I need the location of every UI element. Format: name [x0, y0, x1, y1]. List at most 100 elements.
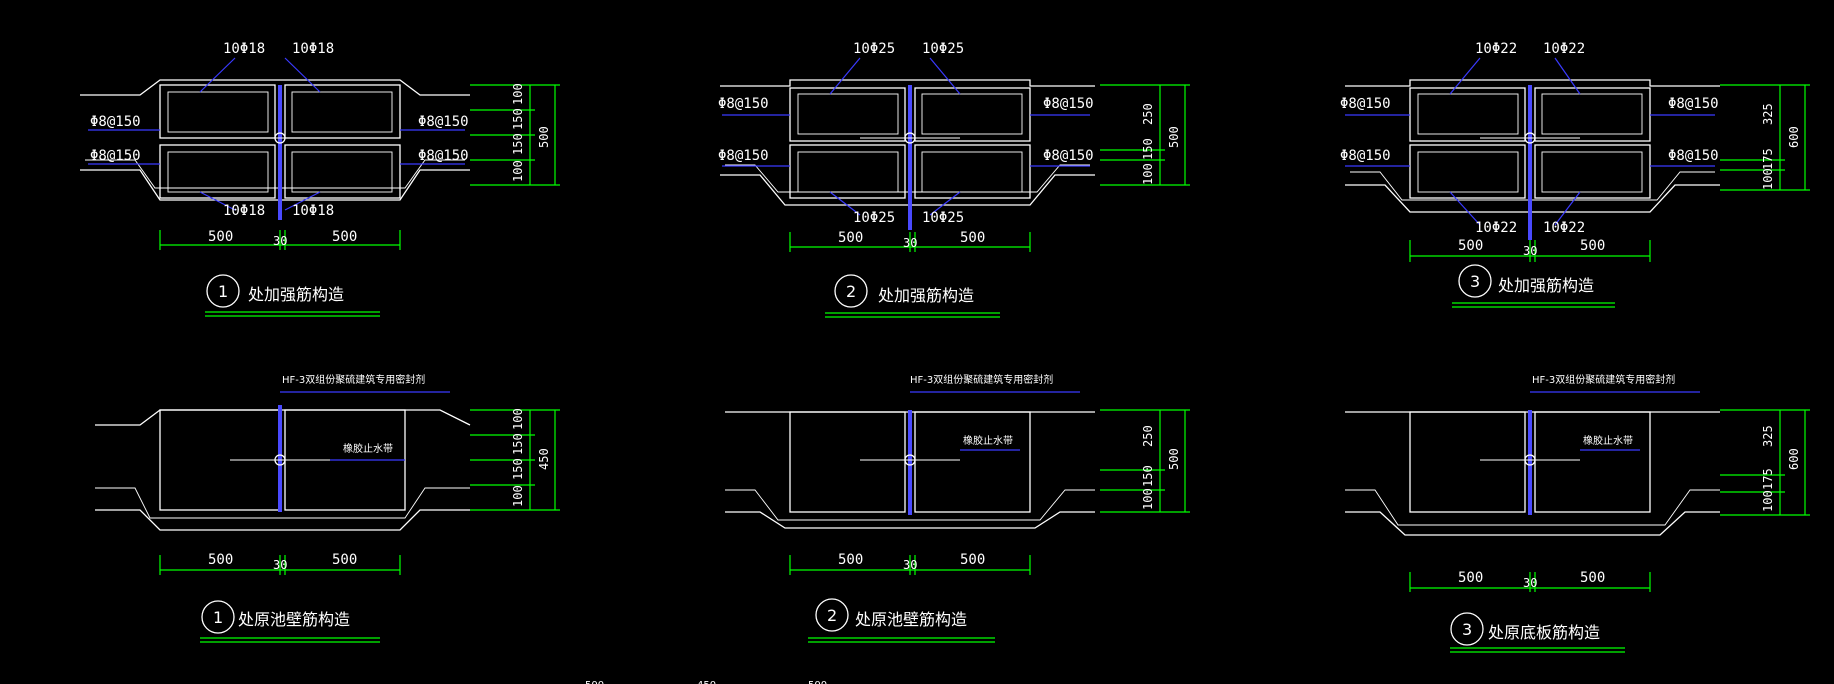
dim-h-right: 500 [960, 552, 985, 568]
detail-title: 处原底板筋构造 [1488, 623, 1600, 642]
dim-h-gap: 30 [903, 558, 917, 572]
stirrup-label-right-upper: Φ8@150 [1668, 96, 1719, 112]
detail-3-labels: 10Φ22 10Φ22 10Φ22 10Φ22 Φ8@150 Φ8@150 Φ8… [1340, 41, 1801, 298]
dim-v-2: 150 [1141, 138, 1155, 160]
detail-title: 处原池壁筋构造 [855, 610, 967, 629]
dim-v-3: 100 [1761, 490, 1775, 512]
bar-label-top-left: 10Φ18 [223, 41, 265, 57]
stirrup-label-right-lower: Φ8@150 [418, 148, 469, 164]
detail-title: 处加强筋构造 [248, 285, 344, 304]
detail-number: 3 [1462, 620, 1472, 639]
detail-3-floor [1345, 391, 1720, 536]
dim-v-1: 325 [1761, 103, 1775, 125]
waterstop-label: 橡胶止水带 [963, 434, 1013, 447]
stirrup-label-left-lower: Φ8@150 [1340, 148, 1391, 164]
stirrup-label-right-lower: Φ8@150 [1043, 148, 1094, 164]
dim-v-total: 500 [1167, 126, 1181, 148]
detail-1-reinforcement [80, 57, 470, 220]
dim-v-2: 150 [511, 433, 525, 455]
dim-v-total: 600 [1787, 126, 1801, 148]
detail-3-reinforcement [1345, 57, 1720, 240]
dim-v-2: 150 [511, 108, 525, 130]
dim-h-left: 500 [208, 229, 233, 245]
detail-number-circle [1450, 612, 1484, 646]
dim-h-right: 500 [1580, 570, 1605, 586]
bar-label-bottom-left: 10Φ25 [853, 210, 895, 226]
footer-fragment-1: 500 [585, 680, 604, 684]
detail-2-labels: 10Φ25 10Φ25 10Φ25 10Φ25 Φ8@150 Φ8@150 Φ8… [718, 41, 1181, 308]
bar-label-bottom-right: 10Φ18 [292, 203, 334, 219]
footer-fragment-3: 500 [808, 680, 827, 684]
dim-h-right: 500 [332, 229, 357, 245]
detail-number-circle [201, 600, 235, 634]
dim-v-3: 100 [1141, 488, 1155, 510]
stirrup-label-left-lower: Φ8@150 [718, 148, 769, 164]
dim-h-gap: 30 [903, 236, 917, 250]
dim-v-1: 250 [1141, 103, 1155, 125]
dim-v-total: 450 [537, 448, 551, 470]
detail-2-reinforcement [720, 57, 1095, 230]
bar-label-bottom-right: 10Φ25 [922, 210, 964, 226]
stirrup-label-right-lower: Φ8@150 [1668, 148, 1719, 164]
dim-h-left: 500 [838, 552, 863, 568]
detail-title: 处加强筋构造 [878, 286, 974, 305]
detail-number-circle [206, 274, 240, 308]
bar-label-top-left: 10Φ25 [853, 41, 895, 57]
dim-v-2: 175 [1761, 468, 1775, 490]
dim-h-left: 500 [1458, 570, 1483, 586]
dim-h-gap: 30 [273, 234, 287, 248]
bar-label-top-right: 10Φ18 [292, 41, 334, 57]
dimension-lines [159, 84, 1810, 653]
dim-v-3: 100 [1761, 168, 1775, 190]
dim-v-total: 500 [1167, 448, 1181, 470]
dim-v-total: 500 [537, 126, 551, 148]
bar-label-top-right: 10Φ25 [922, 41, 964, 57]
detail-2-wall-labels: HF-3双组份聚硫建筑专用密封剂 橡胶止水带 500 30 500 250 15… [815, 373, 1181, 632]
footer-fragments: 500 450 500 [585, 680, 827, 684]
dim-v-2: 175 [1761, 148, 1775, 170]
detail-number: 3 [1470, 272, 1480, 291]
dim-h-right: 500 [332, 552, 357, 568]
detail-1-labels: 10Φ18 10Φ18 10Φ18 10Φ18 Φ8@150 Φ8@150 Φ8… [90, 41, 551, 308]
detail-number-circle [815, 598, 849, 632]
dim-v-3: 100 [1141, 163, 1155, 185]
sealant-note: HF-3双组份聚硫建筑专用密封剂 [910, 373, 1053, 386]
detail-3-floor-labels: HF-3双组份聚硫建筑专用密封剂 橡胶止水带 500 30 500 325 17… [1450, 373, 1801, 646]
dim-v-1: 250 [1141, 425, 1155, 447]
bar-label-bottom-right: 10Φ22 [1543, 220, 1585, 236]
dim-h-left: 500 [1458, 238, 1483, 254]
waterstop-label: 橡胶止水带 [1583, 434, 1633, 447]
detail-number-circle [834, 274, 868, 308]
dim-v-3: 150 [511, 458, 525, 480]
dim-v-4: 100 [511, 160, 525, 182]
detail-1-wall-labels: HF-3双组份聚硫建筑专用密封剂 橡胶止水带 500 30 500 100 15… [201, 373, 551, 634]
dim-v-total: 600 [1787, 448, 1801, 470]
detail-title: 处加强筋构造 [1498, 276, 1594, 295]
dim-h-gap: 30 [1523, 244, 1537, 258]
footer-fragment-2: 450 [697, 680, 716, 684]
stirrup-label-left-upper: Φ8@150 [1340, 96, 1391, 112]
detail-number: 1 [213, 608, 223, 627]
detail-1-wall [95, 391, 471, 531]
detail-number: 2 [846, 282, 856, 301]
dim-h-right: 500 [960, 230, 985, 246]
bar-label-top-right: 10Φ22 [1543, 41, 1585, 57]
detail-title: 处原池壁筋构造 [238, 610, 350, 629]
stirrup-label-left-lower: Φ8@150 [90, 148, 141, 164]
bar-label-top-left: 10Φ22 [1475, 41, 1517, 57]
waterstop-label: 橡胶止水带 [343, 442, 393, 455]
stirrup-label-right-upper: Φ8@150 [418, 114, 469, 130]
detail-number: 1 [218, 282, 228, 301]
bar-label-bottom-left: 10Φ22 [1475, 220, 1517, 236]
stirrup-label-left-upper: Φ8@150 [90, 114, 141, 130]
detail-2-wall [725, 391, 1095, 529]
stirrup-label-right-upper: Φ8@150 [1043, 96, 1094, 112]
detail-number: 2 [827, 606, 837, 625]
dim-v-1: 100 [511, 83, 525, 105]
dim-h-gap: 30 [1523, 576, 1537, 590]
dim-h-gap: 30 [273, 558, 287, 572]
sealant-note: HF-3双组份聚硫建筑专用密封剂 [282, 373, 425, 386]
dim-h-left: 500 [838, 230, 863, 246]
dim-v-4: 100 [511, 485, 525, 507]
